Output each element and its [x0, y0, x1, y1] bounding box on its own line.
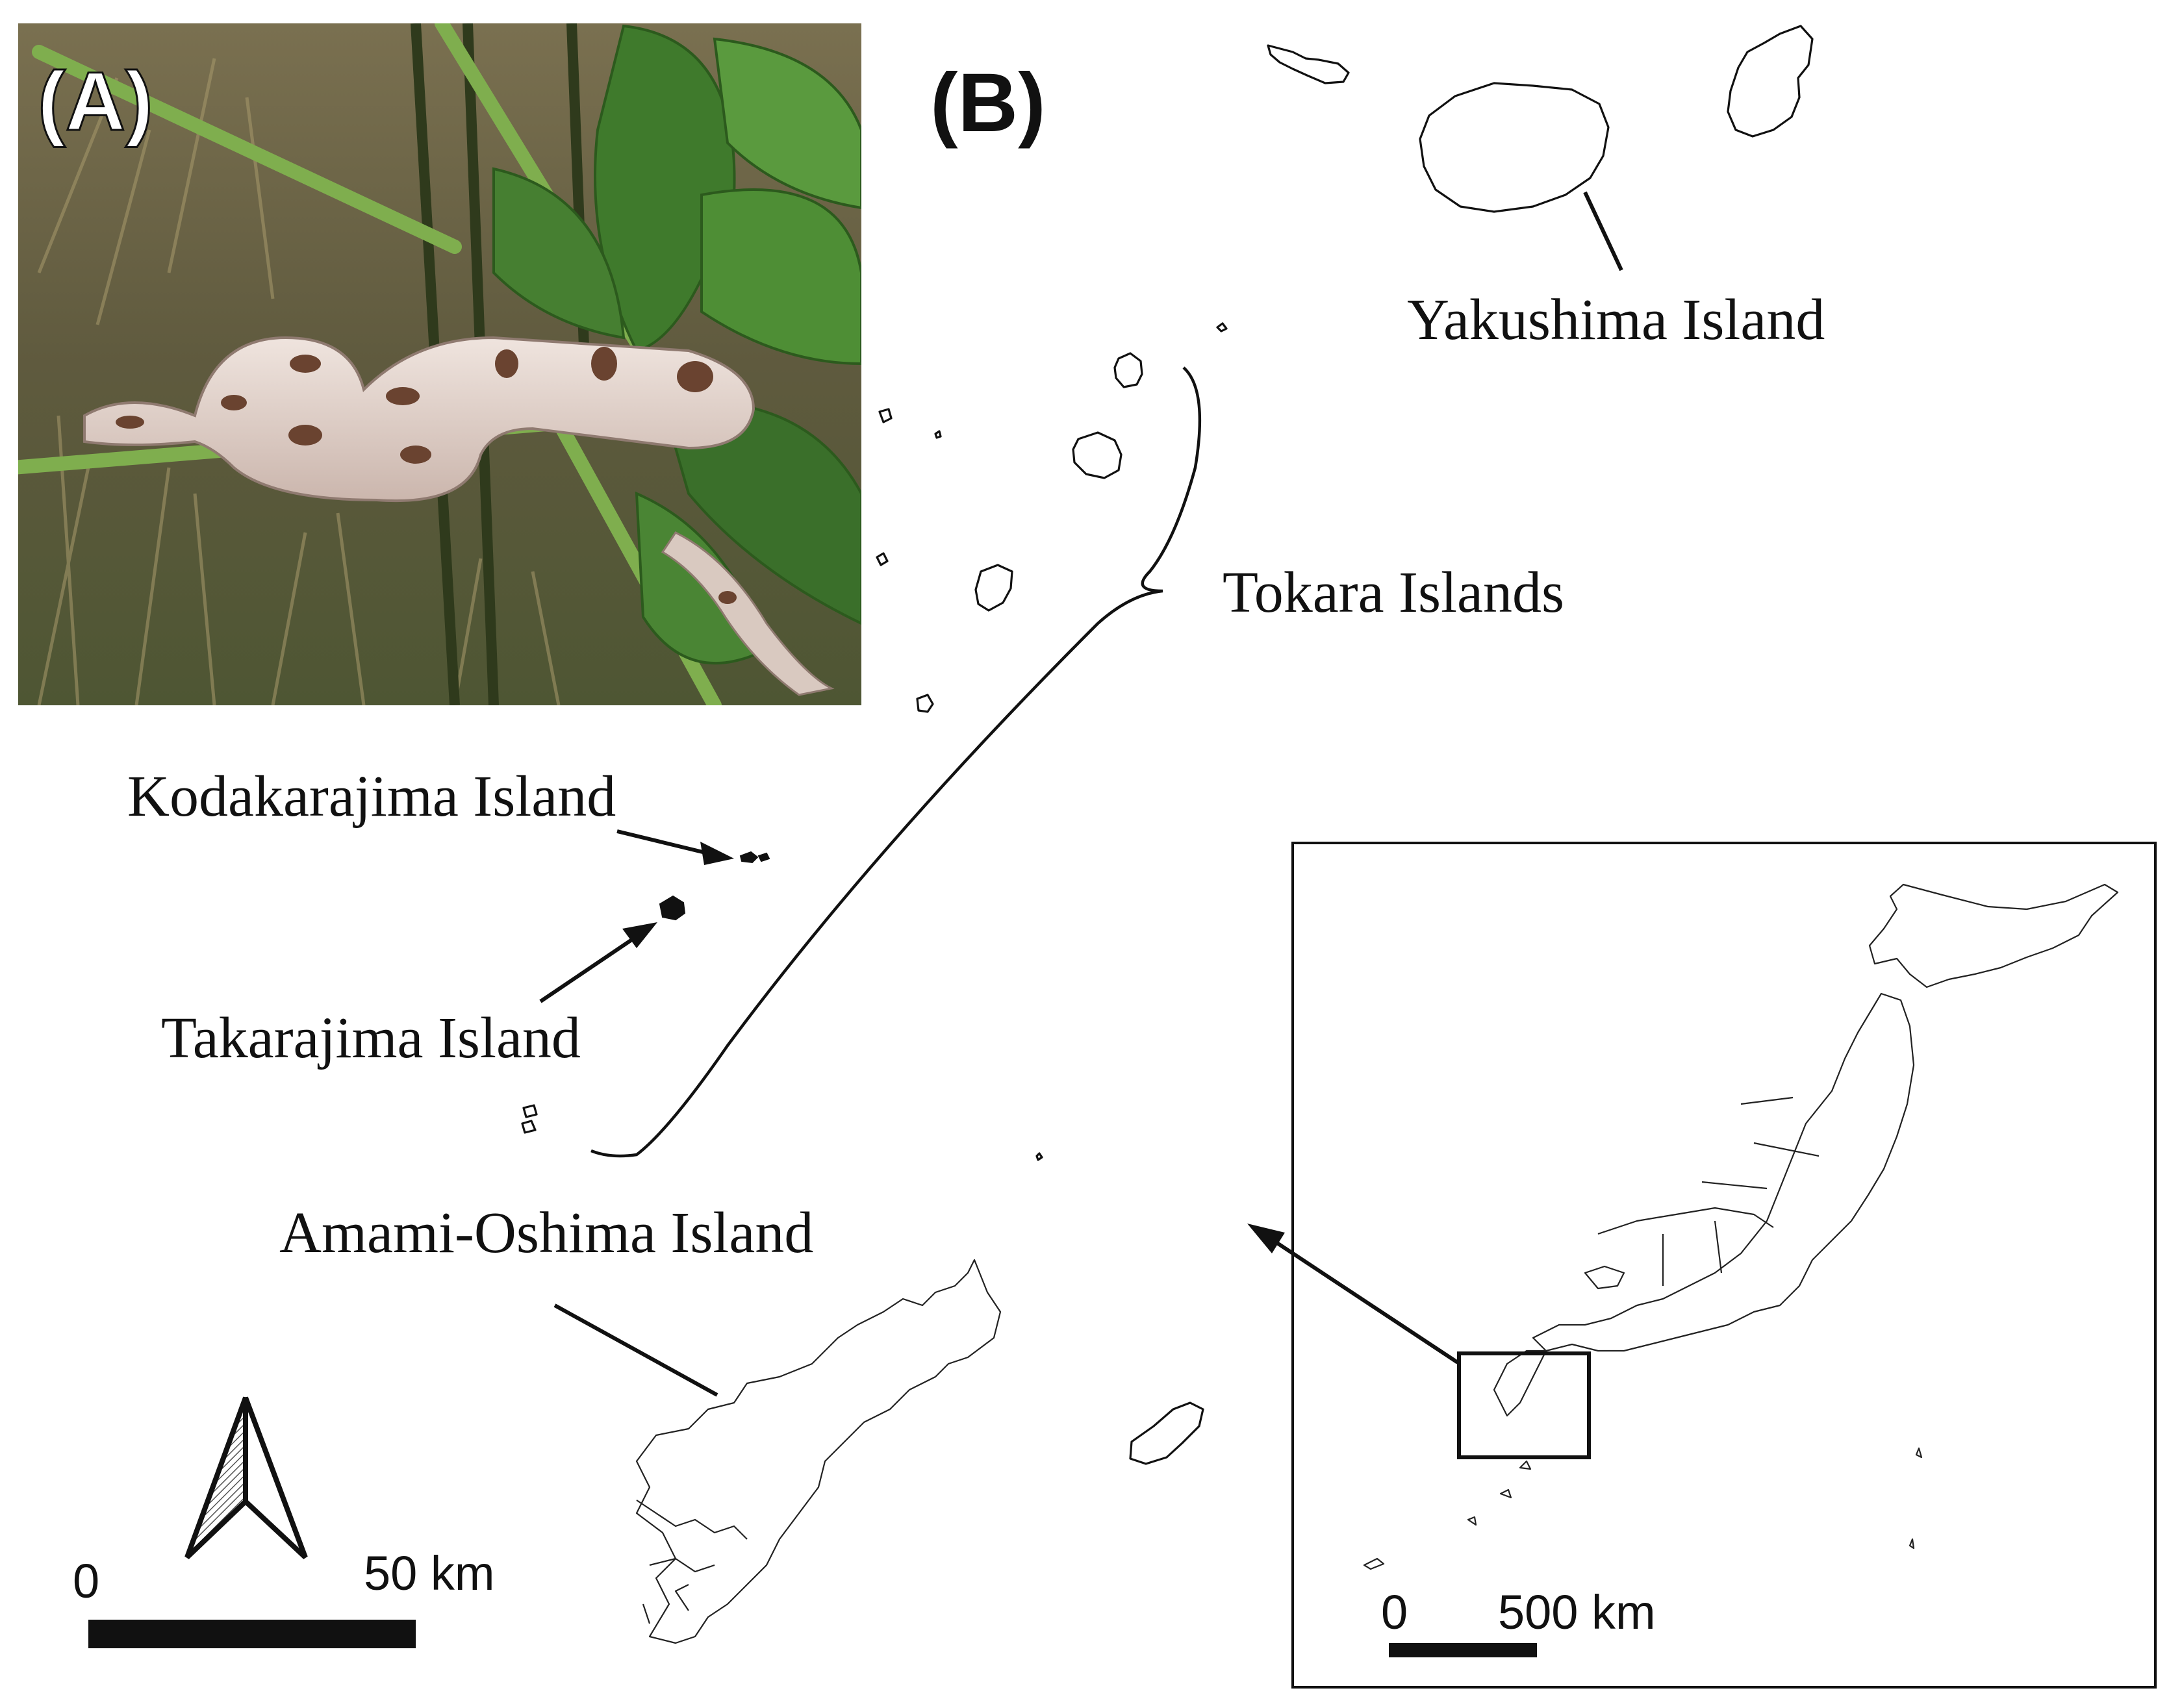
kodakarajima-arrow-shaft	[616, 829, 709, 855]
tanegashima	[1727, 25, 1814, 138]
tokara-islets	[521, 322, 1228, 1465]
scale-bar-500km: 0 500 km	[1381, 1585, 1656, 1657]
inset-pointer-shaft	[1272, 1238, 1459, 1364]
snake-photo	[18, 23, 861, 705]
takarajima-islet	[659, 895, 686, 921]
snake	[83, 336, 835, 696]
tokara-bracket	[590, 366, 1202, 1158]
leader-lines	[539, 191, 1623, 1397]
panel-label-a: (A)	[38, 55, 153, 148]
scale-main-end: 50 km	[364, 1546, 495, 1600]
japan-outline	[1363, 883, 2119, 1570]
yakushima-island	[1419, 82, 1610, 213]
scale-inset-end: 500 km	[1498, 1585, 1656, 1639]
label-yakushima: Yakushima Island	[1407, 288, 1825, 352]
osumi-fragment	[1267, 44, 1350, 84]
yakushima-leader	[1583, 191, 1623, 271]
coastlines-north	[1267, 25, 1814, 213]
label-tokara: Tokara Islands	[1223, 560, 1564, 625]
panel-label-b: (B)	[930, 57, 1046, 149]
label-takarajima: Takarajima Island	[161, 1006, 581, 1070]
inset-pointer-head	[1247, 1224, 1285, 1253]
amami-oshima-island	[635, 1259, 1002, 1644]
study-area-box	[1457, 1351, 1591, 1459]
label-amami-oshima: Amami-Oshima Island	[279, 1201, 813, 1265]
takarajima-arrow-head	[622, 922, 657, 948]
kodakarajima-arrow-head	[700, 842, 734, 865]
scale-inset-start: 0	[1381, 1585, 1408, 1639]
kodakarajima-islet	[739, 851, 759, 864]
scale-main-start: 0	[73, 1554, 99, 1608]
label-kodakarajima: Kodakarajima Island	[127, 764, 616, 829]
takarajima-arrow-shaft	[539, 935, 638, 1003]
north-arrow-icon	[184, 1396, 308, 1559]
japan-inset: 0 500 km	[1247, 842, 2157, 1689]
scale-bar-50km: 0 50 km	[73, 1546, 495, 1648]
amami-leader	[553, 1303, 718, 1397]
